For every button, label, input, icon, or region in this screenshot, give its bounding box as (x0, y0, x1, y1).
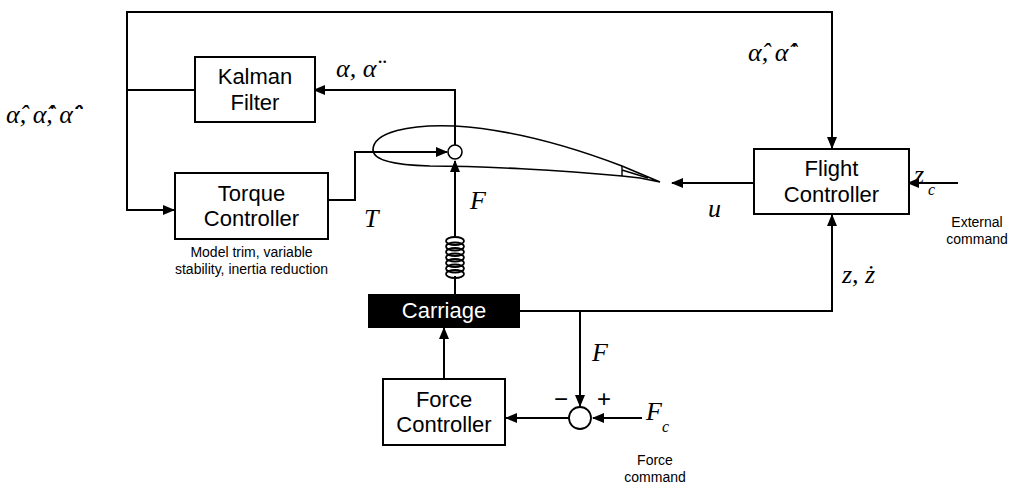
signal-label: F (470, 184, 486, 218)
connector-segment (520, 311, 580, 406)
signal-connector (127, 12, 832, 148)
pivot-point (448, 145, 462, 159)
box-note: Model trim, variable stability, inertia … (172, 244, 332, 278)
sign-label: − (554, 383, 568, 414)
signal-label: F (592, 336, 608, 370)
process-box: Torque ControllerModel trim, variable st… (174, 172, 329, 240)
sign-label: + (597, 383, 611, 414)
signal-label: T (364, 202, 378, 236)
signal-connector (520, 215, 832, 311)
process-box: Kalman Filter (194, 56, 316, 123)
carriage-block: Carriage (368, 294, 520, 328)
annotation-note: External command (938, 214, 1016, 248)
box-title: Torque Controller (176, 181, 327, 232)
process-box: Force Controller (382, 378, 506, 446)
fc-command-line (593, 417, 642, 419)
signal-label: α̂, α̂̇, α̂̈ (6, 98, 73, 132)
connector-segment (127, 12, 832, 148)
summing-junction (569, 407, 591, 429)
box-title: Force Controller (384, 387, 504, 438)
signal-connector (444, 328, 445, 378)
process-box: Flight Controller (753, 148, 910, 215)
box-title: Kalman Filter (196, 64, 314, 115)
signal-label: c (928, 180, 935, 201)
spring-force-line (454, 161, 456, 236)
signal-label: α, α̈ (336, 52, 376, 86)
box-title: Flight Controller (755, 156, 908, 207)
alpha-signal-line (314, 90, 455, 145)
signal-label: z (914, 158, 924, 192)
connector-segment (520, 215, 832, 311)
spring-rod (454, 276, 456, 296)
u-signal-line (672, 182, 757, 184)
signal-label: u (708, 192, 721, 226)
signal-label: z, ż (842, 258, 875, 292)
airfoil-outline (373, 126, 660, 182)
signal-label: α̂, α̂̇ (748, 36, 788, 70)
box-title: Carriage (398, 298, 490, 323)
signal-label: F (646, 395, 662, 429)
control-surface (622, 166, 648, 178)
connector-segment (506, 417, 569, 419)
signal-label: c (662, 417, 669, 438)
spring-coil (446, 237, 464, 278)
connector-segment (443, 328, 445, 378)
annotation-note: Force command (615, 452, 695, 486)
torque-line (325, 152, 447, 200)
